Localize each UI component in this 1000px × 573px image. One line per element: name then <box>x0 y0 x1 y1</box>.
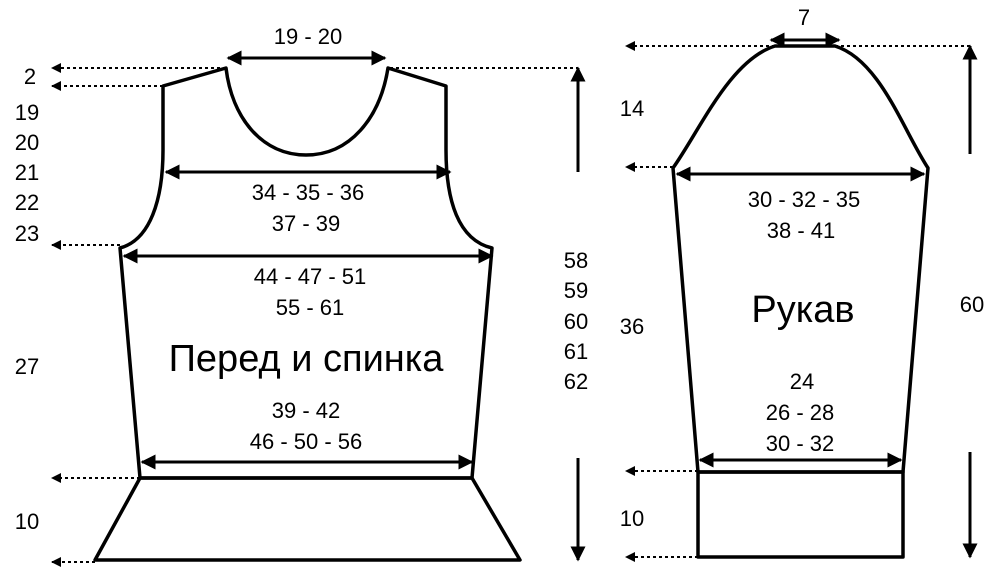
armhole-height-1: 19 <box>15 100 39 125</box>
front-back-outline <box>118 66 494 480</box>
armhole-height-4: 22 <box>15 190 39 215</box>
sleeve-title: Рукав <box>751 289 854 331</box>
chest-width-label-1: 34 - 35 - 36 <box>252 180 365 205</box>
sleeve-cuff-width-label-1: 24 <box>790 369 814 394</box>
armhole-height-5: 23 <box>15 221 39 246</box>
sleeve-cuff-width-label-2: 26 - 28 <box>766 400 835 425</box>
armhole-height-2: 20 <box>15 130 39 155</box>
front-back-title: Перед и спинка <box>169 338 445 380</box>
front-band-height-label: 10 <box>15 509 39 534</box>
sleeve-total-length-label: 60 <box>960 292 984 317</box>
sleeve-length-label: 36 <box>620 314 644 339</box>
sleeve-cuff-width-label-3: 30 - 32 <box>766 431 835 456</box>
bust-width-label-1: 44 - 47 - 51 <box>254 264 367 289</box>
waist-width-label-2: 46 - 50 - 56 <box>250 429 363 454</box>
sleeve-upper-width-label-1: 30 - 32 - 35 <box>748 187 861 212</box>
chest-width-label-2: 37 - 39 <box>272 211 341 236</box>
sleeve-top-width-label: 7 <box>798 5 810 30</box>
neck-width-label: 19 - 20 <box>274 24 343 49</box>
total-length-4: 61 <box>564 339 588 364</box>
total-length-1: 58 <box>564 248 588 273</box>
shoulder-drop-label: 2 <box>24 64 36 89</box>
waist-width-label-1: 39 - 42 <box>272 398 341 423</box>
body-length-label: 27 <box>15 354 39 379</box>
armhole-height-3: 21 <box>15 160 39 185</box>
total-length-5: 62 <box>564 369 588 394</box>
sleeve-piece: 7 14 30 - 32 - 35 38 - 41 Рукав 36 24 26… <box>620 5 984 562</box>
sleeve-cuff-outline <box>696 470 905 559</box>
bust-width-label-2: 55 - 61 <box>276 295 345 320</box>
total-length-2: 59 <box>564 278 588 303</box>
sleeve-upper-width-label-2: 38 - 41 <box>767 218 836 243</box>
front-back-piece: 19 - 20 2 19 20 21 22 23 34 - 35 - 36 37… <box>15 24 588 567</box>
sleeve-cuff-height-label: 10 <box>620 506 644 531</box>
total-length-3: 60 <box>564 309 588 334</box>
front-band-outline <box>93 476 522 562</box>
sleeve-cap-height-label: 14 <box>620 96 644 121</box>
